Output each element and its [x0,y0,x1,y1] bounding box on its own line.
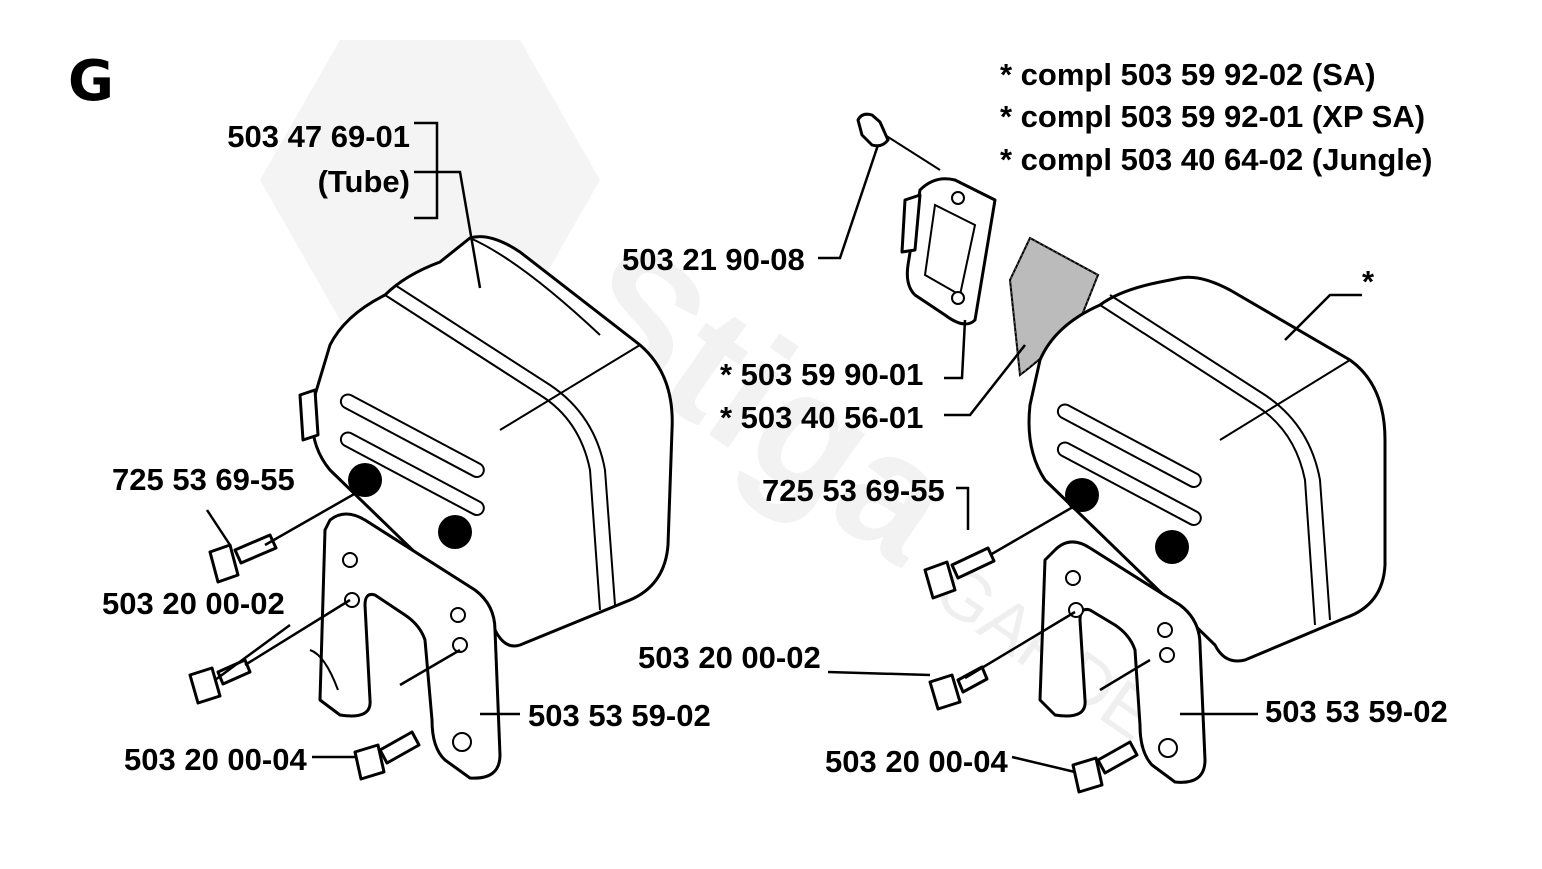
compl-line-1: * compl 503 59 92-02 (SA) [1000,57,1376,92]
compl-line-3: * compl 503 40 64-02 (Jungle) [1000,142,1432,177]
right-screw-top [923,546,996,600]
left-screw-mid [188,658,252,705]
right-bracket [1038,540,1207,784]
right-top-screw-label: 503 21 90-08 [622,242,805,277]
right-screen-label: * 503 40 56-01 [720,400,923,435]
right-muffler-cover [1027,275,1387,663]
right-assembly: * compl 503 59 92-02 (SA) * compl 503 59… [622,57,1448,794]
left-cover-part-label: 503 47 69-01 [227,119,410,154]
compl-line-2: * compl 503 59 92-01 (XP SA) [1000,99,1425,134]
left-assembly: 503 47 69-01 (Tube) 725 53 69-55 503 20 … [102,119,711,781]
left-muffler-cover [298,235,674,648]
right-deflector-label: * 503 59 90-01 [720,357,923,392]
section-letter: G [68,49,114,114]
left-screw-top [208,533,278,584]
left-screw-bottom [353,730,421,781]
right-cover-star-label: * [1362,264,1375,299]
right-screw-bottom-label: 503 20 00-04 [825,744,1008,779]
right-screw-top-label: 725 53 69-55 [762,473,945,508]
left-bracket-label: 503 53 59-02 [528,698,711,733]
right-screw-bottom [1071,740,1139,794]
right-screw-mid-label: 503 20 00-02 [638,640,821,675]
left-screw-bottom-label: 503 20 00-04 [124,742,307,777]
right-screw-mid [928,665,989,711]
right-bracket-label: 503 53 59-02 [1265,694,1448,729]
left-screw-mid-label: 503 20 00-02 [102,586,285,621]
right-deflector [900,177,997,326]
left-bracket [309,512,502,780]
right-top-screw [856,112,941,171]
left-screw-top-label: 725 53 69-55 [112,462,295,497]
left-cover-note-label: (Tube) [318,164,410,199]
